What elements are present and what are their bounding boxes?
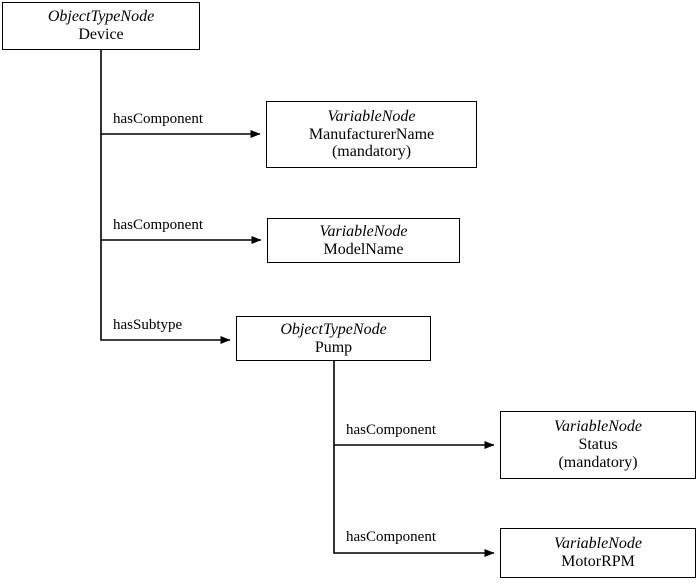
node-name-label: MotorRPM bbox=[561, 553, 635, 570]
edge-label-device-to-manufacturer-name: hasComponent bbox=[113, 111, 203, 127]
edge-label-pump-to-status: hasComponent bbox=[346, 422, 436, 438]
node-type-label: ObjectTypeNode bbox=[47, 8, 155, 26]
node-type-label: VariableNode bbox=[327, 107, 416, 125]
node-type-label: VariableNode bbox=[319, 222, 408, 240]
node-name-label: Device bbox=[78, 26, 124, 43]
node-type-label: ObjectTypeNode bbox=[280, 320, 387, 338]
node-name-label: ModelName bbox=[323, 240, 404, 258]
node-type-label: VariableNode bbox=[554, 535, 642, 553]
node-name-label: Status bbox=[578, 436, 618, 454]
node-type-label: VariableNode bbox=[554, 418, 642, 436]
edge-label-device-to-pump: hasSubtype bbox=[113, 317, 183, 333]
node-flag-label: (mandatory) bbox=[558, 453, 638, 471]
node-flag-label: (mandatory) bbox=[331, 143, 412, 161]
edge-label-device-to-model-name: hasComponent bbox=[113, 217, 203, 233]
edge-label-pump-to-motor-rpm: hasComponent bbox=[346, 529, 436, 545]
node-name-label: ManufacturerName bbox=[308, 125, 435, 143]
node-name-label: Pump bbox=[314, 338, 353, 356]
